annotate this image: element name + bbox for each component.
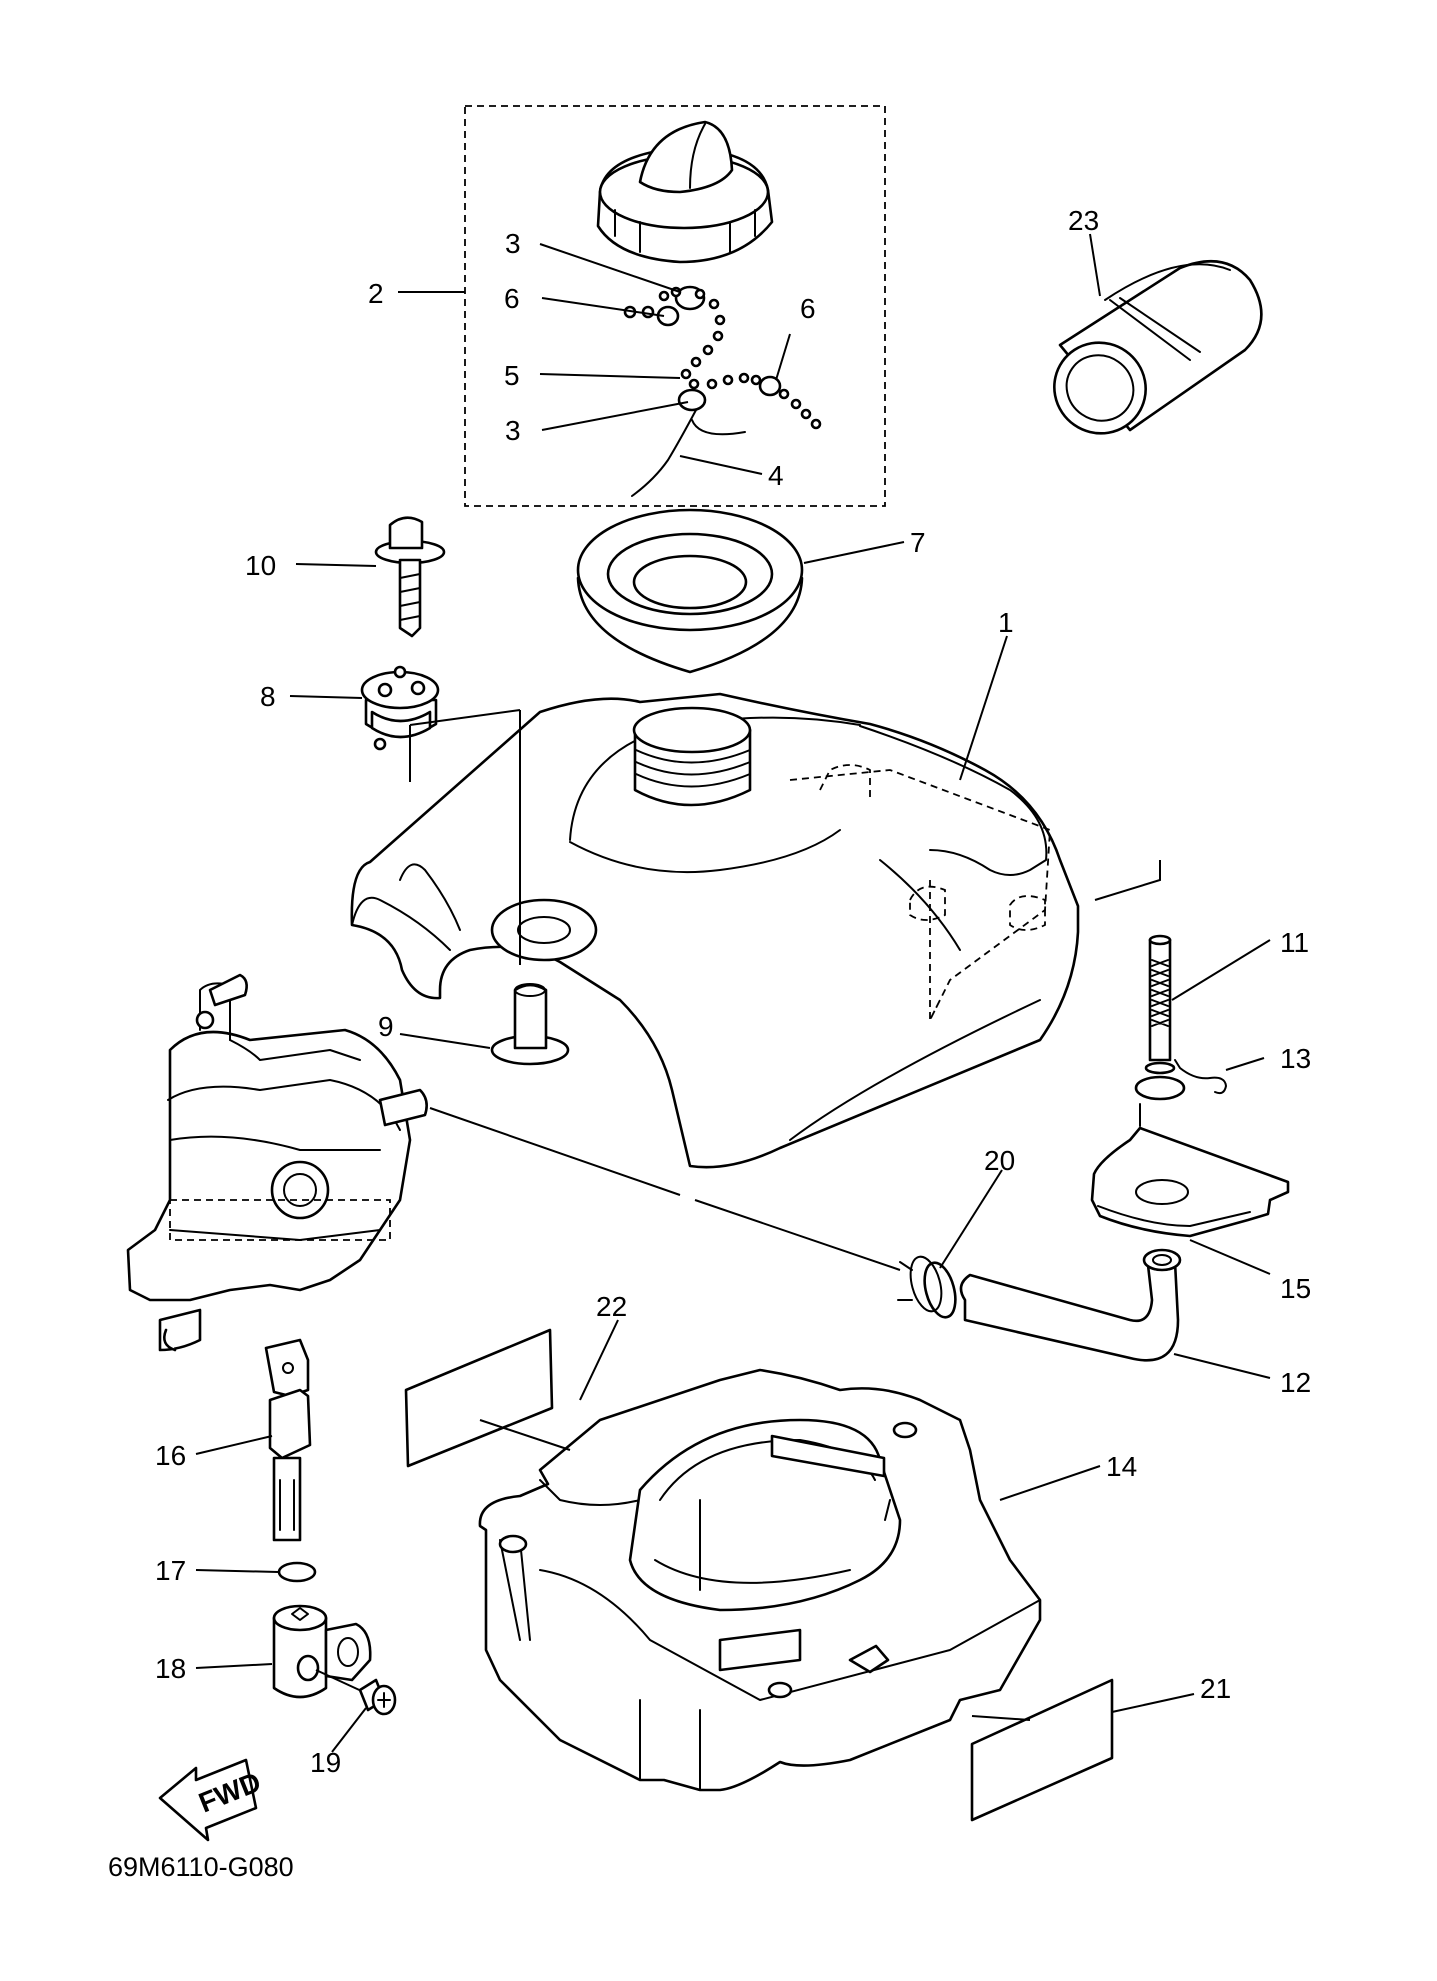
callout-1: 1	[998, 607, 1014, 638]
fuel-cock-lever	[264, 1338, 312, 1542]
filler-neck-seal	[576, 508, 804, 674]
fuel-tank	[350, 692, 1161, 1169]
hose-clip	[897, 1255, 957, 1319]
callout-18: 18	[155, 1653, 186, 1684]
callout-10: 10	[245, 550, 276, 581]
callout-6-right: 6	[800, 293, 816, 324]
callouts: 2 3 6 5 3 4 6 23 7 1 10 8 9 11 13 20 15 …	[155, 205, 1311, 1778]
diagram-code: 69M6110-G080	[108, 1852, 294, 1882]
warning-label	[970, 1678, 1114, 1822]
callout-8: 8	[260, 681, 276, 712]
callout-19: 19	[310, 1747, 341, 1778]
cap-screw	[374, 516, 446, 638]
callout-9: 9	[378, 1011, 394, 1042]
decal-label	[404, 1328, 554, 1468]
callout-12: 12	[1280, 1367, 1311, 1398]
callout-3-lower: 3	[505, 415, 521, 446]
oval-grommet	[1053, 259, 1263, 435]
callout-4: 4	[768, 460, 784, 491]
kit-boundary-box	[464, 105, 886, 507]
fuel-cock-body	[272, 1604, 372, 1699]
spring-clip	[1134, 1059, 1227, 1101]
carburetor	[126, 973, 428, 1352]
callout-7: 7	[910, 527, 926, 558]
callout-2: 2	[368, 278, 384, 309]
fwd-arrow: FWD	[158, 1758, 265, 1842]
callout-22: 22	[596, 1291, 627, 1322]
tank-collar	[490, 983, 570, 1066]
cap-retainer-chain	[623, 285, 822, 497]
o-ring	[277, 1561, 317, 1583]
callout-3-upper: 3	[505, 228, 521, 259]
callout-20: 20	[984, 1145, 1015, 1176]
fuel-filter	[1144, 934, 1176, 1075]
filter-plate	[1090, 1103, 1290, 1238]
callout-23: 23	[1068, 205, 1099, 236]
callout-17: 17	[155, 1555, 186, 1586]
callout-5: 5	[504, 360, 520, 391]
fuel-cock-screw	[315, 1669, 397, 1716]
callout-21: 21	[1200, 1673, 1231, 1704]
callout-14: 14	[1106, 1451, 1137, 1482]
callout-15: 15	[1280, 1273, 1311, 1304]
leader-lines	[195, 233, 1271, 1753]
callout-13: 13	[1280, 1043, 1311, 1074]
callout-16: 16	[155, 1440, 186, 1471]
fuel-hose	[429, 1107, 1182, 1362]
callout-6-left: 6	[504, 283, 520, 314]
callout-11: 11	[1280, 927, 1309, 958]
damper-grommet	[360, 665, 440, 751]
fuel-cap	[596, 120, 774, 264]
tank-base	[478, 1368, 1042, 1792]
